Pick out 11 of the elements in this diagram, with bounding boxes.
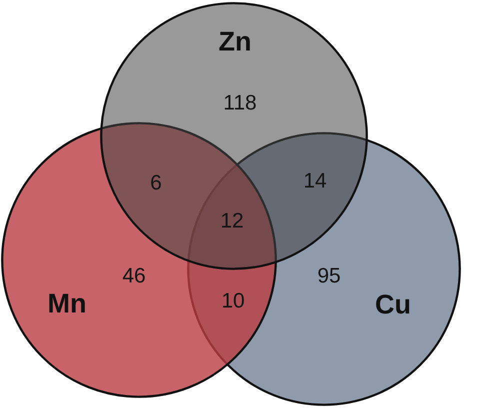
region-count: 14: [303, 170, 327, 192]
region-count: 6: [150, 172, 162, 194]
region-count: 118: [223, 92, 257, 114]
region-count: 95: [317, 266, 341, 286]
set-label: Mn: [48, 290, 86, 318]
region-count: 12: [220, 210, 244, 232]
region-count: 10: [221, 290, 245, 312]
set-label: Cu: [375, 292, 411, 318]
set-label: Zn: [218, 28, 252, 56]
region-count: 46: [122, 266, 146, 286]
venn-circle: [1, 122, 277, 398]
